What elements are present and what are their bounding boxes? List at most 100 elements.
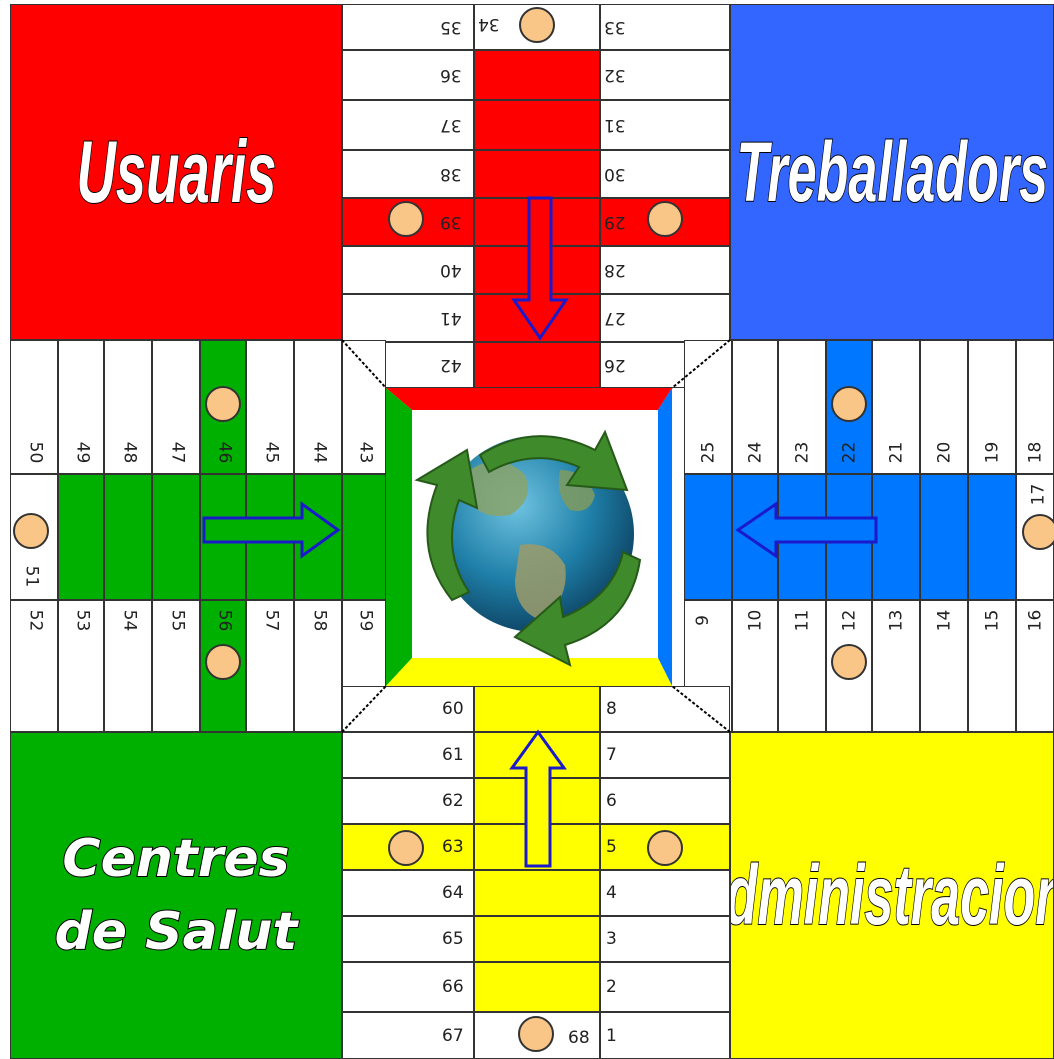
recycling-globe-icon (414, 429, 642, 667)
game-piece-bottom-68[interactable] (518, 1016, 554, 1052)
track-cell-right-mid-0[interactable] (684, 474, 732, 600)
arrow-down-icon (511, 196, 569, 341)
track-cell-bottom-center-6[interactable] (474, 962, 600, 1012)
home-centres-de-salut[interactable]: Centres de Salut (10, 732, 342, 1059)
track-cell-bottom-left-61[interactable] (342, 732, 474, 778)
track-cell-bottom-center-5[interactable] (474, 916, 600, 962)
track-cell-top-right-32[interactable] (600, 50, 730, 100)
track-cell-top-center-1[interactable] (474, 50, 600, 100)
track-cell-right-top-25[interactable] (684, 340, 732, 474)
arrow-left-icon (735, 501, 878, 559)
track-cell-top-right-31[interactable] (600, 100, 730, 150)
center-yellow-zone (386, 658, 672, 686)
track-cell-right-top-20[interactable] (920, 340, 968, 474)
track-cell-top-center-3[interactable] (474, 150, 600, 198)
square-number: 63 (442, 837, 464, 857)
track-cell-bottom-center-0[interactable] (474, 686, 600, 732)
track-cell-right-bottom-10[interactable] (732, 600, 778, 732)
track-cell-right-mid-4[interactable] (872, 474, 920, 600)
track-cell-left-top-44[interactable] (294, 340, 342, 474)
track-cell-right-top-23[interactable] (778, 340, 826, 474)
track-cell-left-mid-3[interactable] (152, 474, 200, 600)
track-cell-top-left-35[interactable] (342, 4, 474, 50)
track-cell-bottom-left-62[interactable] (342, 778, 474, 824)
track-cell-right-bottom-15[interactable] (968, 600, 1016, 732)
game-piece-top-29[interactable] (647, 201, 683, 237)
track-cell-left-top-43[interactable] (342, 340, 386, 474)
home-centres-label-line2: de Salut (54, 901, 299, 963)
home-centres-label-line1: Centres (61, 828, 290, 890)
square-number: 3 (606, 929, 617, 949)
track-cell-top-left-41[interactable] (342, 294, 474, 342)
track-cell-top-center-2[interactable] (474, 100, 600, 150)
track-cell-bottom-right-2[interactable] (600, 962, 730, 1012)
track-cell-left-bottom-52[interactable] (10, 600, 58, 732)
game-piece-top-34[interactable] (519, 7, 555, 43)
track-cell-left-mid-2[interactable] (104, 474, 152, 600)
track-cell-left-top-50[interactable] (10, 340, 58, 474)
square-number: 7 (606, 745, 617, 765)
track-cell-top-right-33[interactable] (600, 4, 730, 50)
track-cell-bottom-left-65[interactable] (342, 916, 474, 962)
track-cell-right-bottom-11[interactable] (778, 600, 826, 732)
track-cell-right-mid-6[interactable] (968, 474, 1016, 600)
game-piece-bottom-5[interactable] (647, 830, 683, 866)
square-number: 1 (606, 1025, 617, 1046)
track-cell-bottom-left-64[interactable] (342, 870, 474, 916)
track-cell-top-right-28[interactable] (600, 246, 730, 294)
track-cell-right-bottom-14[interactable] (920, 600, 968, 732)
track-cell-left-top-49[interactable] (58, 340, 104, 474)
track-cell-right-top-21[interactable] (872, 340, 920, 474)
game-piece-bottom-63[interactable] (388, 830, 424, 866)
track-cell-top-left-36[interactable] (342, 50, 474, 100)
square-number: 62 (442, 791, 464, 811)
track-cell-top-left-40[interactable] (342, 246, 474, 294)
game-piece-left-46[interactable] (205, 386, 241, 422)
corner-line-bl (341, 685, 387, 733)
track-cell-left-top-45[interactable] (246, 340, 294, 474)
track-cell-left-bottom-53[interactable] (58, 600, 104, 732)
track-cell-left-bottom-58[interactable] (294, 600, 342, 732)
game-piece-top-39[interactable] (388, 201, 424, 237)
track-cell-left-bottom-57[interactable] (246, 600, 294, 732)
track-cell-bottom-right-7[interactable] (600, 732, 730, 778)
track-cell-left-mid-7[interactable] (342, 474, 386, 600)
track-cell-right-top-24[interactable] (732, 340, 778, 474)
square-number: 5 (606, 837, 617, 857)
game-piece-right-22[interactable] (831, 386, 867, 422)
track-cell-bottom-center-4[interactable] (474, 870, 600, 916)
track-cell-bottom-right-6[interactable] (600, 778, 730, 824)
track-cell-top-left-37[interactable] (342, 100, 474, 150)
game-piece-left-56[interactable] (205, 644, 241, 680)
track-cell-left-mid-1[interactable] (58, 474, 104, 600)
game-piece-right-17[interactable] (1022, 514, 1054, 550)
corner-line-br (671, 685, 731, 733)
track-cell-left-top-48[interactable] (104, 340, 152, 474)
home-treballadors[interactable]: Treballadors (730, 4, 1054, 340)
track-cell-top-right-27[interactable] (600, 294, 730, 342)
track-cell-right-mid-5[interactable] (920, 474, 968, 600)
track-cell-left-bottom-55[interactable] (152, 600, 200, 732)
square-number: 68 (568, 1028, 590, 1048)
track-cell-bottom-right-4[interactable] (600, 870, 730, 916)
track-cell-right-bottom-13[interactable] (872, 600, 920, 732)
track-cell-top-right-30[interactable] (600, 150, 730, 198)
home-usuaris[interactable]: Usuaris (10, 4, 342, 340)
track-cell-bottom-right-3[interactable] (600, 916, 730, 962)
track-cell-bottom-left-66[interactable] (342, 962, 474, 1012)
track-cell-right-top-18[interactable] (1016, 340, 1054, 474)
square-number: 4 (606, 883, 617, 903)
track-cell-right-top-19[interactable] (968, 340, 1016, 474)
track-cell-bottom-right-8[interactable] (600, 686, 730, 732)
home-administracions[interactable]: Administracions (730, 732, 1054, 1059)
center-green-zone (386, 388, 412, 686)
track-cell-left-bottom-54[interactable] (104, 600, 152, 732)
square-number: 2 (606, 977, 617, 997)
game-piece-right-12[interactable] (831, 644, 867, 680)
track-cell-top-left-38[interactable] (342, 150, 474, 198)
track-cell-left-top-47[interactable] (152, 340, 200, 474)
track-cell-top-center-7[interactable] (474, 342, 600, 388)
square-number: 61 (442, 745, 464, 765)
game-piece-left-51[interactable] (13, 513, 49, 549)
